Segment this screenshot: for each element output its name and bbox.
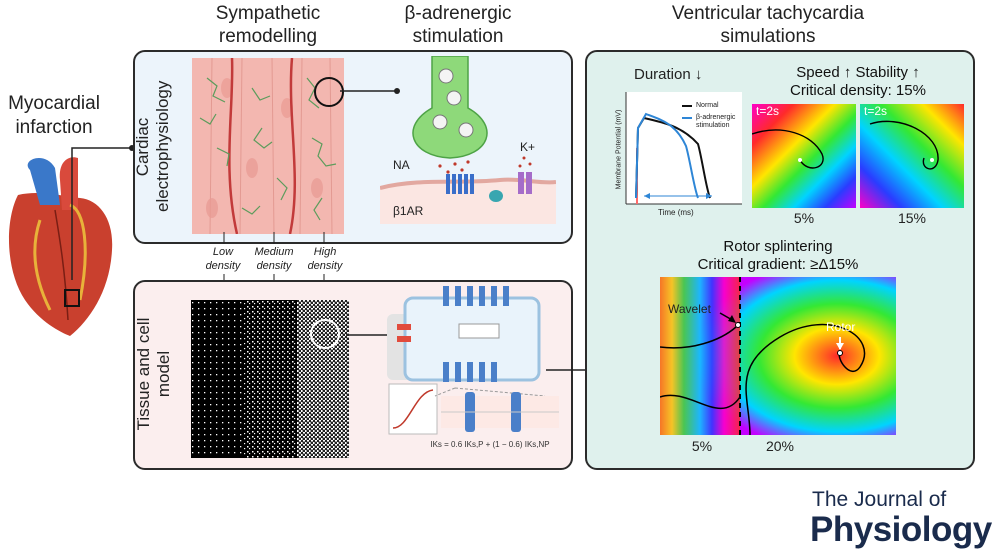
critical-density: Critical density: 15% [790,82,926,99]
header-vt-simulations: Ventricular tachycardia simulations [671,3,865,47]
rotor-title: Rotor splintering [723,238,833,255]
legend-normal: Normal [696,102,719,109]
speed-title: Speed ↑ Stability ↑ [796,64,920,81]
duration-xlabel: Time (ms) [658,208,694,217]
kplus-label: K+ [520,140,536,154]
journal-title-line1: The Journal of [812,488,947,511]
duration-ylabel: Membrane Potential (mV) [615,109,623,190]
critical-gradient: Critical gradient: ≥Δ15% [697,256,859,273]
cardiac-tissue-image [192,58,344,234]
journal-title-line2: Physiology [810,510,992,549]
header-beta-adrenergic: β-adrenergic stimulation [404,3,512,47]
mi-label: Myocardial infarction [8,93,100,138]
time-label-1: t=2s [756,104,780,118]
na-label: NA [393,158,410,172]
caption-15pct-top: 15% [897,210,927,226]
heart-illustration [8,157,113,336]
density-medium: Medium density [254,246,294,272]
rotor-splintering-title: Rotor splintering Critical gradient: ≥Δ1… [660,238,896,274]
tissue-panel-label: Tissue and cell model [134,317,173,431]
caption-5pct-top: 5% [793,210,815,226]
legend-beta: β-adrenergic stimulation [696,114,736,129]
rotor-label: Rotor [826,320,856,334]
sympathetic-density-map [191,300,349,458]
iks-formula: IKs = 0.6 IKs,P + (1 − 0.6) IKs,NP [430,440,550,449]
density-low: Low density [205,246,241,272]
caption-20pct-bottom: 20% [765,438,795,454]
action-potential-plot [625,92,742,205]
density-high: High density [307,246,343,272]
ep-panel-label: Cardiac electrophysiology [133,80,172,212]
caption-5pct-bottom: 5% [691,438,713,454]
zoom-connector [340,88,400,94]
receptor-label: β1AR [393,204,424,218]
spiral-wave-5pct [752,104,856,208]
duration-title: Duration ↓ [634,66,703,83]
cell-model-schematic [387,286,559,435]
spiral-wave-15pct [860,104,964,208]
speed-stability-title: Speed ↑ Stability ↑ Critical density: 15… [752,64,964,100]
time-label-2: t=2s [864,104,888,118]
rotor-splintering-map [660,277,896,435]
header-sympathetic-remodelling: Sympathetic remodelling [215,3,321,47]
beta-adrenergic-synapse [380,56,556,224]
wavelet-label: Wavelet [668,302,711,316]
heart-connector [71,145,135,280]
